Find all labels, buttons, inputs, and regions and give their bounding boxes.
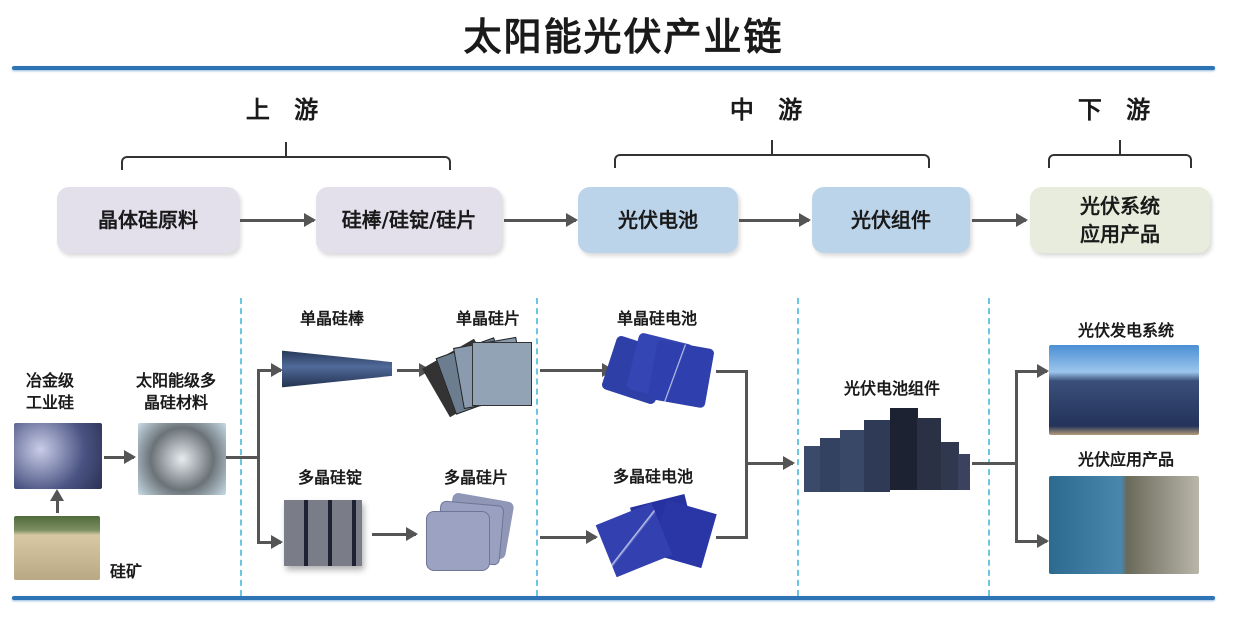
section-divider	[988, 298, 990, 596]
connector-line	[257, 369, 260, 543]
label-line: 晶硅材料	[143, 393, 208, 412]
downstream-brace	[1048, 140, 1192, 168]
box-crystalline-silicon: 晶体硅原料	[57, 187, 239, 253]
label-mono-cell: 单晶硅电池	[616, 309, 697, 328]
stage-downstream: 下 游	[1077, 96, 1159, 124]
connector-line	[226, 456, 260, 459]
arrow-right-icon	[504, 213, 578, 227]
arrow-right-icon	[739, 213, 811, 227]
silicon-ore-image	[14, 516, 100, 580]
mono-rod-image	[282, 350, 392, 388]
arrow-up-icon	[50, 489, 64, 513]
box-label: 光伏电池	[618, 208, 698, 232]
top-rule	[12, 66, 1215, 70]
label-pv-power-system: 光伏发电系统	[1077, 321, 1174, 340]
label-line: 太阳能级多	[135, 371, 216, 390]
label-pv-module: 光伏电池组件	[843, 379, 940, 398]
label-pv-products: 光伏应用产品	[1077, 450, 1174, 469]
pv-products-image	[1049, 476, 1199, 574]
box-label-line2: 应用产品	[1080, 222, 1160, 246]
label-line: 冶金级	[25, 371, 74, 390]
box-pv-cell: 光伏电池	[578, 187, 738, 253]
stage-upstream: 上 游	[245, 96, 327, 124]
page-title: 太阳能光伏产业链	[463, 15, 784, 59]
box-label: 硅棒/硅锭/硅片	[341, 208, 477, 232]
connector-line	[716, 370, 748, 373]
arrow-right-icon	[1015, 364, 1049, 378]
arrow-right-icon	[257, 535, 283, 549]
box-label: 晶体硅原料	[98, 208, 198, 232]
poly-ingot-image	[284, 500, 362, 566]
upstream-brace	[121, 142, 451, 170]
bottom-rule	[12, 596, 1215, 600]
label-mono-rod: 单晶硅棒	[299, 309, 364, 328]
connector-line	[1015, 370, 1018, 542]
arrow-right-icon	[257, 363, 283, 377]
metallurgical-si-image	[14, 423, 102, 489]
solar-poly-si-image	[138, 423, 226, 495]
label-line: 工业硅	[25, 393, 74, 412]
connector-line	[972, 462, 1018, 465]
mono-wafer-image	[422, 336, 532, 418]
box-pv-module: 光伏组件	[812, 187, 970, 253]
arrow-right-icon	[745, 456, 795, 470]
arrow-right-icon	[540, 363, 614, 377]
label-poly-cell: 多晶硅电池	[612, 467, 693, 486]
connector-line	[716, 536, 748, 539]
arrow-right-icon	[104, 450, 136, 464]
arrow-right-icon	[972, 213, 1028, 227]
arrow-right-icon	[1015, 534, 1049, 548]
midstream-brace	[614, 140, 930, 168]
label-mono-wafer: 单晶硅片	[455, 309, 520, 328]
poly-cell-image	[595, 494, 717, 578]
box-rod-ingot-wafer: 硅棒/硅锭/硅片	[316, 187, 502, 253]
box-label: 光伏组件	[851, 208, 931, 232]
box-pv-application: 光伏系统 应用产品	[1030, 187, 1210, 253]
mono-cell-image	[600, 332, 715, 414]
section-divider	[240, 298, 242, 596]
poly-wafer-image	[426, 492, 516, 571]
stage-midstream: 中 游	[729, 96, 811, 124]
label-silicon-ore: 硅矿	[109, 562, 142, 581]
label-poly-ingot: 多晶硅锭	[297, 468, 362, 487]
label-poly-wafer: 多晶硅片	[443, 468, 508, 487]
connector-line	[745, 370, 748, 539]
section-divider	[797, 298, 799, 596]
section-divider	[536, 298, 538, 596]
arrow-right-icon	[240, 213, 316, 227]
arrow-right-icon	[372, 527, 418, 541]
box-label-line1: 光伏系统	[1080, 194, 1160, 218]
pv-module-image	[804, 408, 972, 494]
pv-power-system-image	[1049, 345, 1199, 435]
label-metallurgical-si: 冶金级 工业硅	[10, 370, 90, 414]
label-solar-poly-si: 太阳能级多 晶硅材料	[120, 370, 232, 414]
arrow-right-icon	[540, 530, 598, 544]
